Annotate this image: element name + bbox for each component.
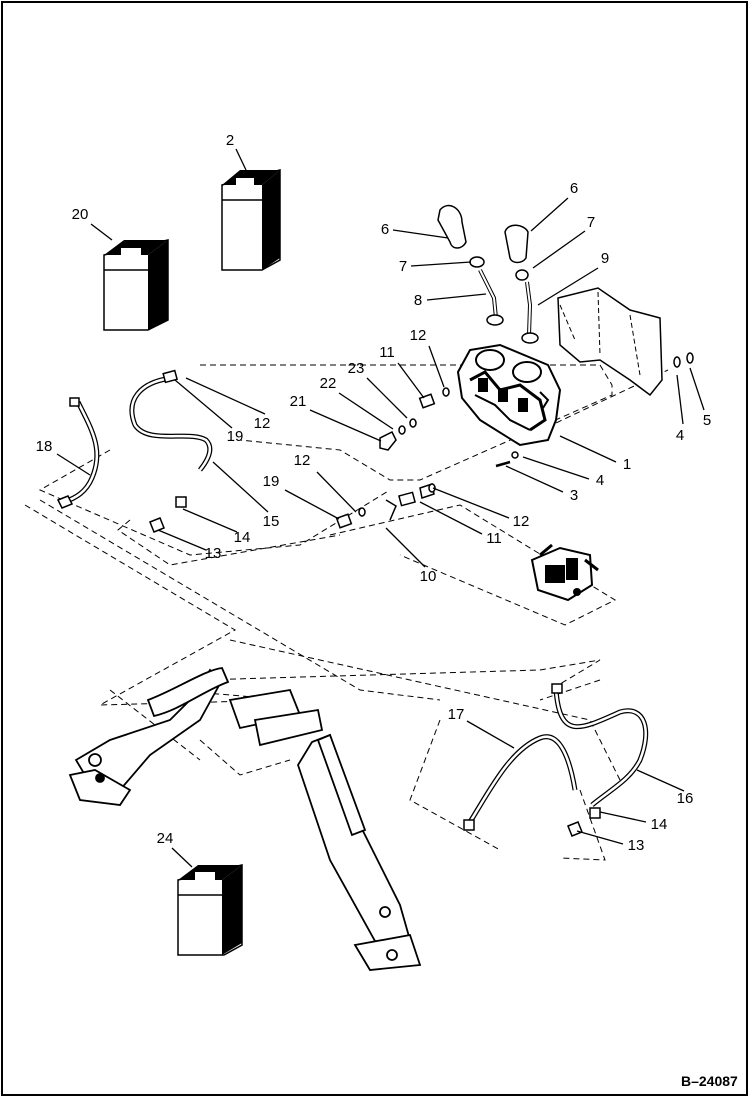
callout-label-24: 24 bbox=[157, 830, 174, 847]
callout-label-12: 12 bbox=[513, 513, 530, 530]
boom-left bbox=[68, 667, 324, 806]
callout-label-10: 10 bbox=[420, 568, 437, 585]
callout-leader-11 bbox=[419, 501, 483, 535]
callout-label-4: 4 bbox=[676, 427, 684, 444]
callout-leader-10 bbox=[385, 527, 426, 568]
callout-leader-19 bbox=[174, 379, 233, 429]
callout-label-18: 18 bbox=[36, 438, 53, 455]
boom-right bbox=[297, 733, 422, 971]
callout-leader-16 bbox=[636, 769, 685, 792]
fasteners bbox=[495, 352, 694, 468]
callout-label-7: 7 bbox=[399, 258, 407, 275]
auxiliary-valve bbox=[530, 543, 599, 602]
callout-label-22: 22 bbox=[320, 375, 337, 392]
callout-label-12: 12 bbox=[294, 452, 311, 469]
callout-leader-12 bbox=[428, 345, 445, 388]
callout-label-19: 19 bbox=[227, 428, 244, 445]
callout-label-17: 17 bbox=[448, 706, 465, 723]
control-valve bbox=[456, 343, 562, 447]
decal-2 bbox=[221, 169, 281, 271]
callout-label-11: 11 bbox=[486, 530, 502, 547]
callout-label-19: 19 bbox=[263, 473, 280, 490]
callout-leader-15 bbox=[212, 461, 269, 513]
callout-leader-4 bbox=[522, 456, 590, 480]
callout-leader-11 bbox=[397, 362, 425, 399]
callout-label-2: 2 bbox=[226, 132, 234, 149]
callout-label-11: 11 bbox=[379, 344, 395, 361]
callout-leader-6 bbox=[392, 229, 449, 239]
callout-label-20: 20 bbox=[72, 206, 89, 223]
dashed-group-outlines bbox=[24, 364, 669, 861]
callout-label-12: 12 bbox=[410, 327, 427, 344]
callout-label-6: 6 bbox=[570, 180, 578, 197]
callout-label-5: 5 bbox=[703, 412, 711, 429]
callout-label-12: 12 bbox=[254, 415, 271, 432]
callout-leader-9 bbox=[537, 267, 599, 306]
callout-leader-12 bbox=[185, 377, 266, 415]
callouts: 2206677891211232221121918151413121910111… bbox=[36, 132, 711, 868]
callout-leader-21 bbox=[309, 409, 382, 442]
callout-leader-12 bbox=[316, 471, 357, 513]
hoses bbox=[63, 375, 649, 824]
callout-leader-7 bbox=[410, 261, 472, 267]
decal-20 bbox=[103, 239, 169, 331]
callout-label-16: 16 bbox=[677, 790, 694, 807]
fittings-upper bbox=[335, 387, 450, 529]
callout-leader-18 bbox=[56, 453, 91, 476]
callout-leader-13 bbox=[157, 529, 207, 551]
callout-leader-13 bbox=[576, 830, 624, 845]
callout-label-8: 8 bbox=[414, 292, 422, 309]
callout-label-13: 13 bbox=[628, 837, 645, 854]
callout-label-4: 4 bbox=[596, 472, 604, 489]
callout-leader-17 bbox=[466, 720, 515, 749]
callout-leader-14 bbox=[182, 508, 238, 533]
callout-leader-20 bbox=[90, 223, 113, 241]
callout-leader-4 bbox=[676, 374, 684, 425]
callout-leader-7 bbox=[532, 230, 586, 269]
callout-label-15: 15 bbox=[263, 513, 280, 530]
control-handles bbox=[437, 204, 539, 344]
callout-leader-3 bbox=[505, 465, 564, 493]
callout-leader-5 bbox=[689, 367, 705, 411]
valve-shield-bracket bbox=[557, 287, 663, 397]
callout-leader-8 bbox=[426, 293, 487, 301]
callout-label-14: 14 bbox=[651, 816, 668, 833]
callout-leader-1 bbox=[559, 435, 617, 463]
callout-label-21: 21 bbox=[290, 393, 307, 410]
callout-leader-12 bbox=[432, 487, 510, 519]
figure-reference: B–24087 bbox=[681, 1073, 738, 1089]
hose-ends bbox=[56, 369, 601, 837]
callout-leader-22 bbox=[338, 392, 394, 430]
callout-leader-23 bbox=[366, 377, 408, 419]
callout-leader-19 bbox=[284, 489, 340, 520]
callout-leader-14 bbox=[599, 811, 647, 823]
callout-label-3: 3 bbox=[570, 487, 578, 504]
callout-label-23: 23 bbox=[348, 360, 365, 377]
callout-label-13: 13 bbox=[205, 545, 222, 562]
callout-leader-24 bbox=[171, 847, 193, 868]
callout-leader-6 bbox=[530, 197, 569, 232]
callout-label-6: 6 bbox=[381, 221, 389, 238]
callout-label-7: 7 bbox=[587, 214, 595, 231]
callout-label-14: 14 bbox=[234, 529, 251, 546]
callout-label-1: 1 bbox=[623, 456, 631, 473]
callout-leader-2 bbox=[235, 148, 247, 171]
decal-24 bbox=[177, 864, 243, 956]
callout-label-9: 9 bbox=[601, 250, 609, 267]
